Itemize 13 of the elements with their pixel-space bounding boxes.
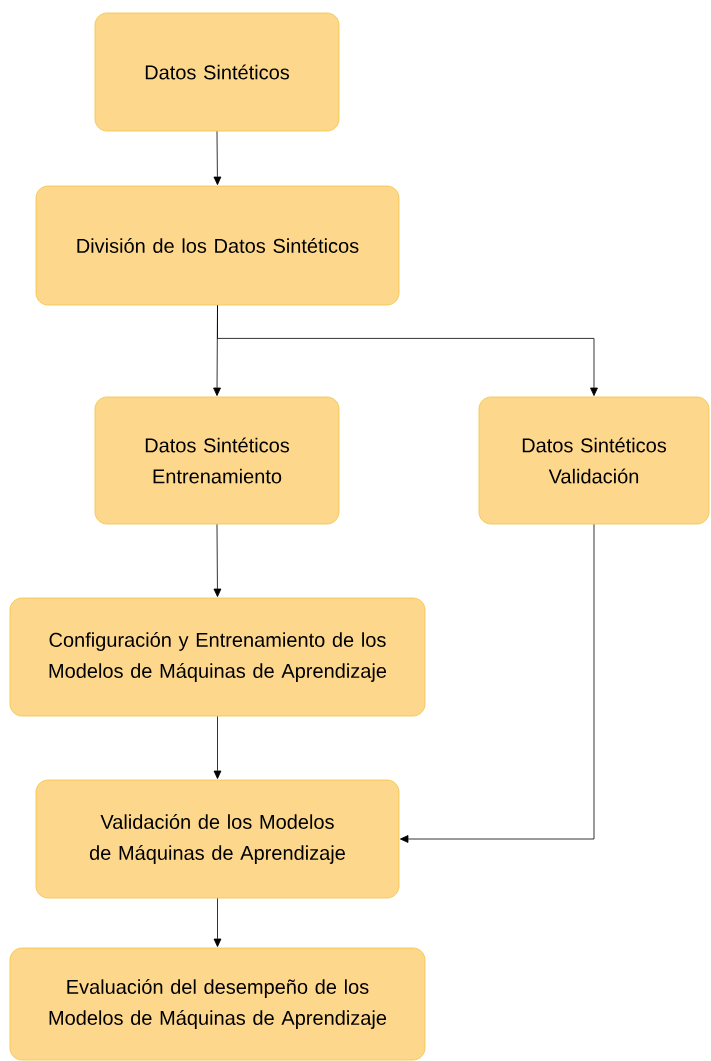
process-box: Datos Sintéticos Entrenamiento bbox=[94, 396, 340, 525]
arrow bbox=[213, 131, 222, 186]
process-box: Evaluación del desempeño de los Modelos de Máquinas de Aprendizaje bbox=[9, 947, 426, 1061]
arrow bbox=[400, 524, 595, 843]
process-box: Configuración y Entrenamiento de los Modelos de Máquinas de Aprendizaje bbox=[9, 597, 426, 717]
arrow bbox=[217, 305, 598, 396]
arrow bbox=[213, 524, 222, 597]
arrow bbox=[213, 716, 222, 779]
process-box: División de los Datos Sintéticos bbox=[35, 185, 400, 306]
arrow bbox=[213, 898, 222, 947]
process-box: Datos Sintéticos Validación bbox=[478, 396, 710, 525]
process-box: Validación de los Modelos de Máquinas de Aprendizaje bbox=[35, 779, 400, 899]
process-box: Datos Sintéticos bbox=[94, 12, 340, 132]
